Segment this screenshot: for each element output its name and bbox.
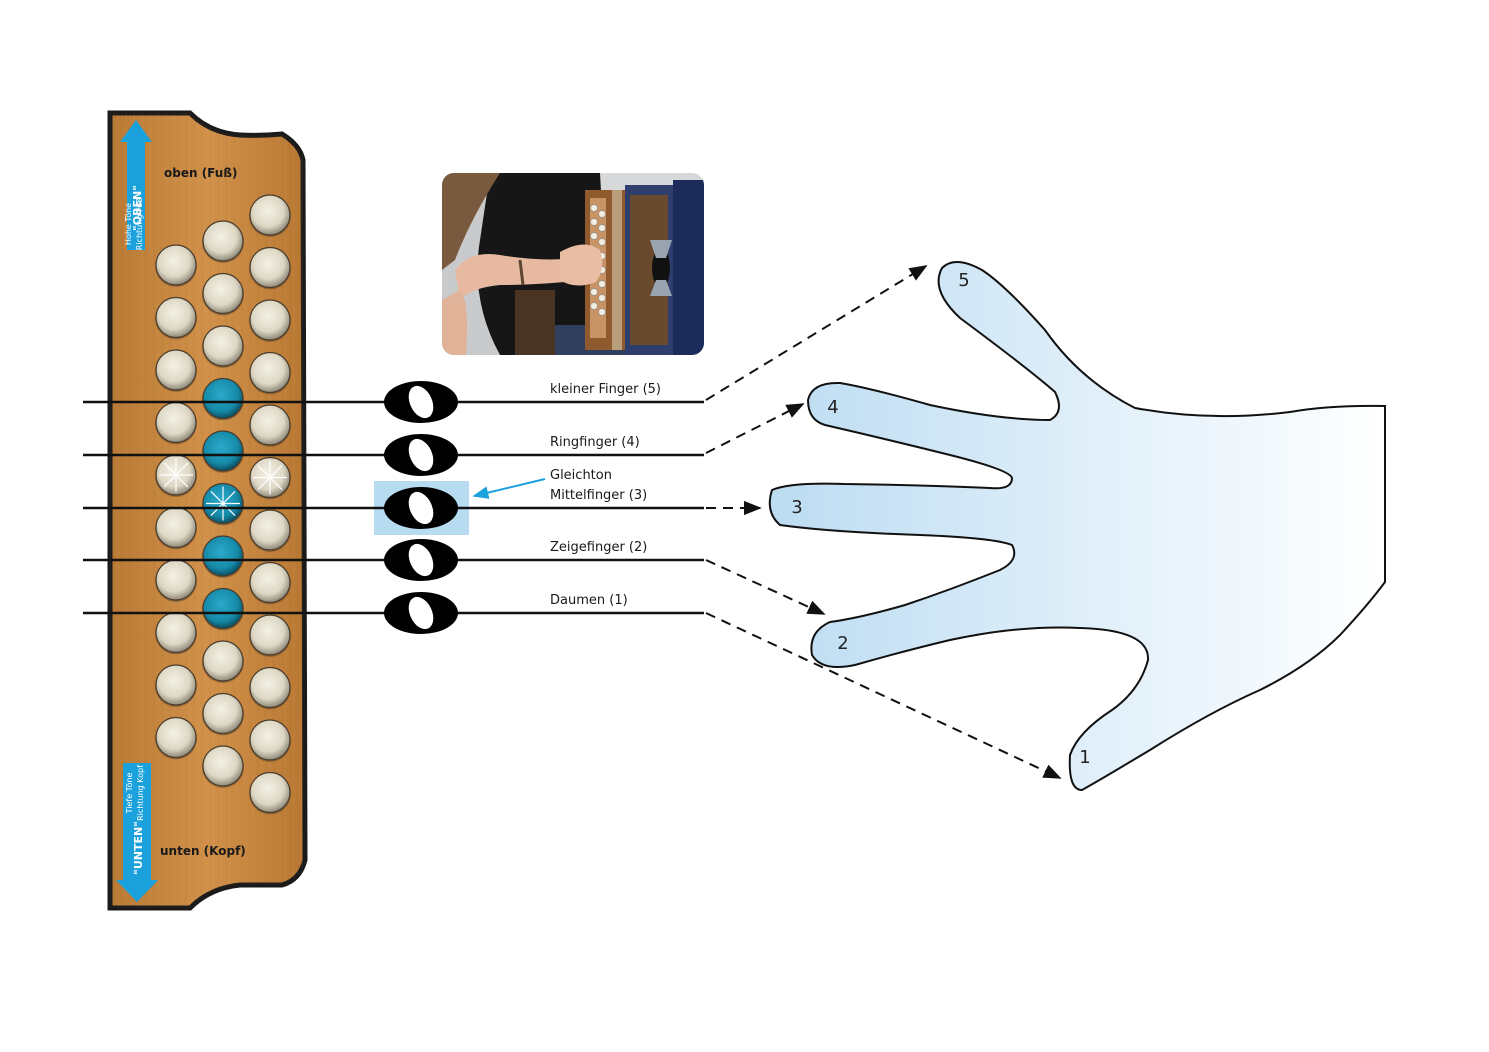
bass-button[interactable] <box>250 668 290 708</box>
bass-button[interactable] <box>250 300 290 340</box>
bass-button[interactable] <box>156 560 196 600</box>
bottom-label: unten (Kopf) <box>160 844 246 858</box>
bass-button[interactable] <box>250 720 290 760</box>
up-arrow-line2: Richtung Fuß <box>135 198 144 250</box>
hand-shape <box>770 262 1385 790</box>
bass-button[interactable] <box>156 350 196 390</box>
bass-button[interactable] <box>250 248 290 288</box>
whole-note <box>384 539 458 581</box>
whole-note <box>384 381 458 423</box>
bass-button[interactable] <box>203 431 243 471</box>
bass-button[interactable] <box>250 773 290 813</box>
finger-number: 3 <box>791 497 802 518</box>
bass-button[interactable] <box>156 613 196 653</box>
bass-button[interactable] <box>250 563 290 603</box>
bass-button[interactable] <box>156 718 196 758</box>
finger-number: 4 <box>827 397 838 418</box>
bass-button[interactable] <box>156 298 196 338</box>
bass-button[interactable] <box>250 615 290 655</box>
bass-button[interactable] <box>250 405 290 445</box>
finger-number: 5 <box>958 270 969 291</box>
bass-button[interactable] <box>203 326 243 366</box>
down-arrow-title: "UNTEN" <box>132 821 145 875</box>
finger-label: Daumen (1) <box>550 593 628 608</box>
bass-button[interactable] <box>203 274 243 314</box>
bass-button[interactable] <box>250 195 290 235</box>
bass-button[interactable] <box>250 353 290 393</box>
down-arrow-line2: Richtung Kopf <box>136 765 145 821</box>
bass-button[interactable] <box>203 589 243 629</box>
finger-arrow <box>706 266 926 400</box>
down-arrow-line1: Tiefe Töne <box>125 773 134 815</box>
bass-button[interactable] <box>156 665 196 705</box>
bass-button[interactable] <box>156 403 196 443</box>
finger-label: Ringfinger (4) <box>550 435 640 450</box>
callout-label: Gleichton <box>550 468 612 483</box>
finger-number: 1 <box>1079 747 1090 768</box>
bass-button[interactable] <box>250 510 290 550</box>
finger-label: kleiner Finger (5) <box>550 382 661 397</box>
whole-note <box>384 434 458 476</box>
callout-arrow <box>474 479 545 496</box>
top-label: oben (Fuß) <box>164 166 237 180</box>
up-arrow-line1: Hohe Töne <box>124 203 133 245</box>
bass-button[interactable] <box>203 536 243 576</box>
whole-note <box>384 487 458 529</box>
bass-button[interactable] <box>203 694 243 734</box>
hand-outline: 5 4 3 2 1 <box>770 262 1385 790</box>
bass-button[interactable] <box>156 245 196 285</box>
finger-number: 2 <box>837 633 848 654</box>
finger-arrow <box>706 560 824 614</box>
whole-note <box>384 592 458 634</box>
finger-label: Zeigefinger (2) <box>550 540 647 555</box>
bass-button[interactable] <box>203 221 243 261</box>
finger-label: Mittelfinger (3) <box>550 488 647 503</box>
bass-button[interactable] <box>203 379 243 419</box>
accordion-player-photo <box>442 173 704 355</box>
bass-button[interactable] <box>156 508 196 548</box>
bass-button[interactable] <box>203 746 243 786</box>
bass-button[interactable] <box>203 641 243 681</box>
finger-arrow <box>706 404 803 453</box>
